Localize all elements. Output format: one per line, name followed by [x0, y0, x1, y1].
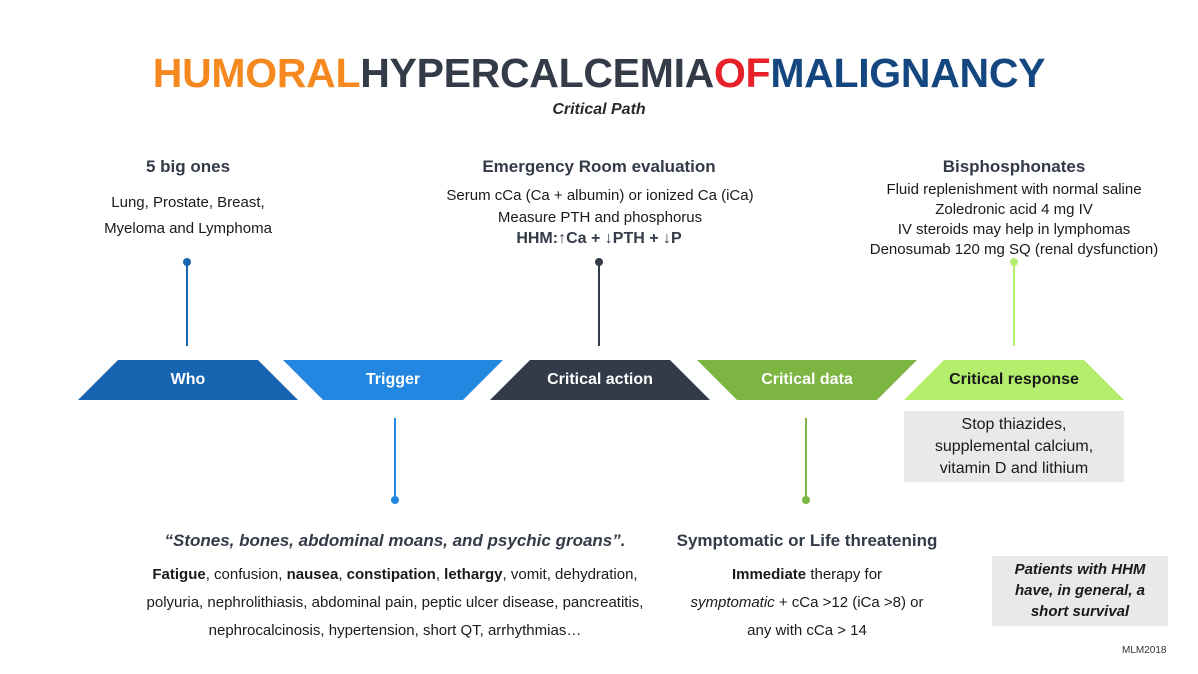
response-line: Fluid replenishment with normal saline	[886, 181, 1142, 198]
title-part-of: OF	[713, 50, 771, 96]
data-immediate: Immediate	[731, 566, 807, 583]
title-part-hypercalcemia: HYPERCALCEMIA	[360, 50, 714, 96]
data-connector-dot	[802, 496, 810, 504]
page-subtitle: Critical Path	[552, 101, 646, 118]
timeline-segment-who	[78, 360, 298, 400]
page-title: HUMORALHYPERCALCEMIAOFMALIGNANCY	[0, 50, 1198, 97]
who-text: Lung, Prostate, Breast, Myeloma and Lymp…	[60, 190, 316, 242]
action-connector-line	[598, 264, 600, 346]
who-connector-line	[186, 264, 188, 346]
response-connector-line	[1013, 264, 1015, 346]
action-heading: Emergency Room evaluation	[482, 157, 716, 176]
data-text-part: therapy for	[806, 566, 883, 583]
timeline-segment-critical-response	[904, 360, 1124, 400]
action-connector-dot	[595, 258, 603, 266]
timeline-segment-trigger	[283, 360, 503, 400]
timeline-segment-critical-data	[697, 360, 917, 400]
response-line: Zoledronic acid 4 mg IV	[935, 201, 1093, 218]
trigger-quote: “Stones, bones, abdominal moans, and psy…	[164, 531, 626, 550]
who-line: Lung, Prostate, Breast,	[111, 194, 265, 211]
response-box-line: vitamin D and lithium	[939, 460, 1089, 477]
who-line: Myeloma and Lymphoma	[104, 220, 272, 237]
response-box-line: supplemental calcium,	[934, 438, 1094, 455]
data-text: Immediate therapy for symptomatic + cCa >…	[690, 561, 924, 645]
timeline-label-trigger: Trigger	[365, 371, 421, 388]
symptom-text: , vomit, dehydration, polyuria, nephroli…	[146, 566, 644, 639]
title-part-humoral: HUMORAL	[152, 50, 361, 96]
action-formula: HHM:↑Ca + ↓PTH + ↓P	[516, 230, 682, 247]
symptom-text: , confusion,	[205, 566, 287, 583]
symptom-text: ,	[435, 566, 445, 583]
symptom-text: ,	[338, 566, 347, 583]
response-box: Stop thiazides, supplemental calcium, vi…	[904, 411, 1124, 482]
survival-note: Patients with HHM have, in general, a sh…	[992, 556, 1168, 626]
symptom-nausea: nausea	[286, 566, 339, 583]
response-line: IV steroids may help in lymphomas	[897, 221, 1131, 238]
action-line: Serum cCa (Ca + albumin) or ionized Ca (…	[446, 187, 754, 204]
credit-label: MLM2018	[1122, 645, 1167, 656]
response-box-line: Stop thiazides,	[961, 416, 1067, 433]
title-part-malignancy: MALIGNANCY	[770, 50, 1046, 96]
symptom-fatigue: Fatigue	[152, 566, 206, 583]
response-text: Fluid replenishment with normal saline Z…	[820, 180, 1198, 260]
response-heading: Bisphosphonates	[942, 157, 1086, 176]
symptom-constipation: constipation	[346, 566, 436, 583]
trigger-symptoms: Fatigue, confusion, nausea, constipation…	[145, 561, 645, 645]
timeline-label-critical-data: Critical data	[761, 371, 853, 388]
timeline-label-critical-response: Critical response	[949, 371, 1079, 388]
timeline-segment-critical-action	[490, 360, 710, 400]
response-connector-dot	[1010, 258, 1018, 266]
who-connector-dot	[183, 258, 191, 266]
action-line: Measure PTH and phosphorus	[497, 209, 703, 226]
timeline-label-critical-action: Critical action	[547, 371, 653, 388]
trigger-connector-line	[394, 418, 396, 498]
symptom-lethargy: lethargy	[444, 566, 503, 583]
data-text-part: + cCa >12 (iCa >8) or any with cCa > 14	[747, 594, 924, 639]
data-connector-line	[805, 418, 807, 498]
response-line: Denosumab 120 mg SQ (renal dysfunction)	[869, 241, 1159, 258]
action-text: Serum cCa (Ca + albumin) or ionized Ca (…	[380, 185, 820, 229]
timeline-label-who: Who	[170, 371, 206, 388]
who-heading: 5 big ones	[145, 157, 231, 176]
trigger-connector-dot	[391, 496, 399, 504]
data-symptomatic: symptomatic	[690, 594, 775, 611]
data-heading: Symptomatic or Life threatening	[676, 531, 938, 550]
